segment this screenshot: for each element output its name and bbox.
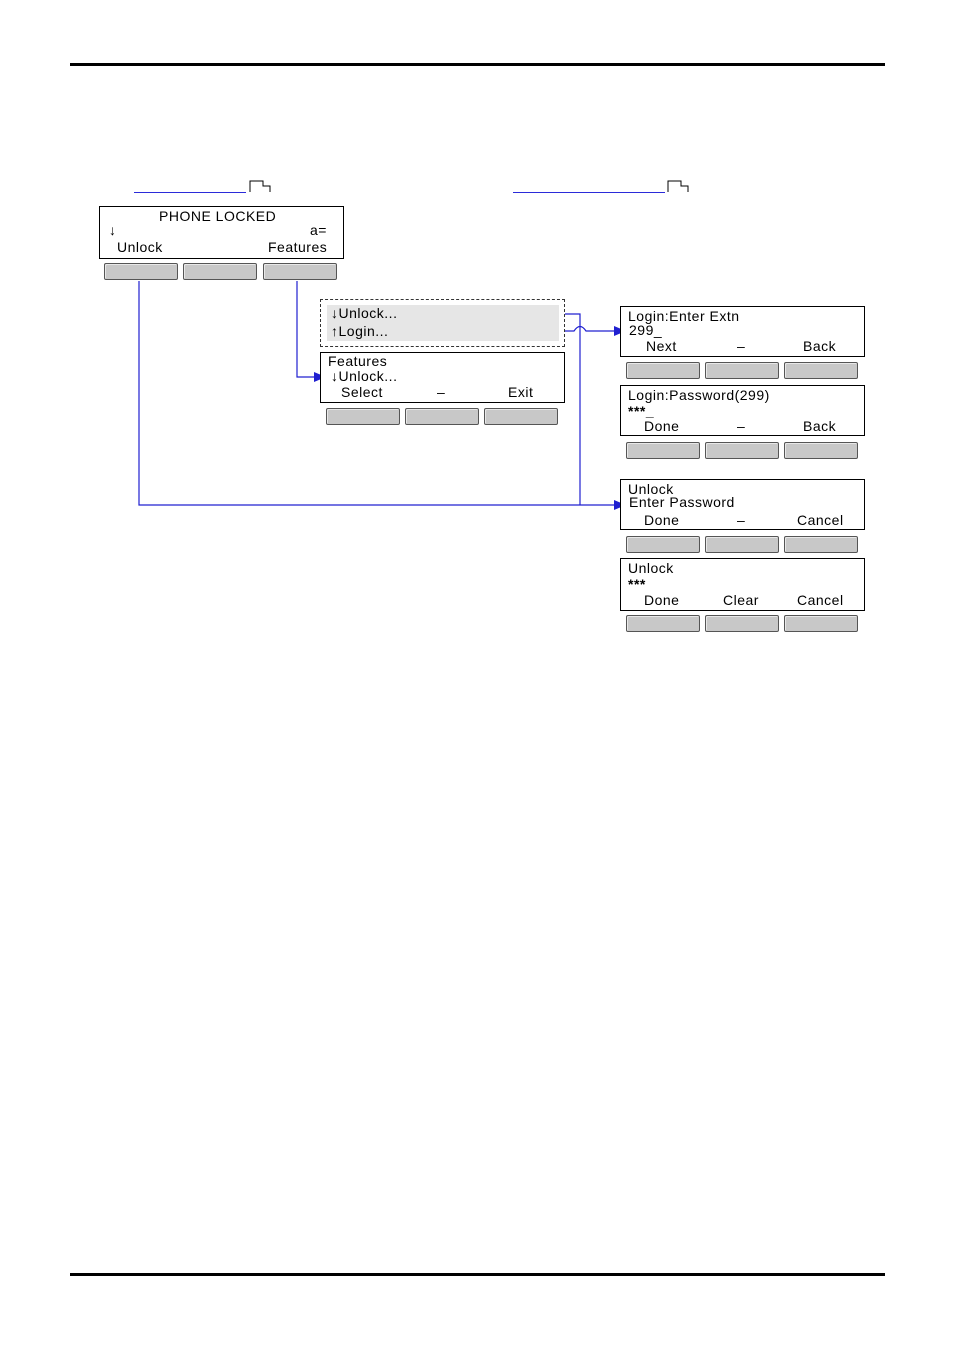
softkey-label-dash: –: [437, 385, 445, 400]
softkey-label-next: Next: [646, 339, 677, 354]
softkey-label-back: Back: [803, 339, 836, 354]
display-line2: ↓Unlock...: [331, 369, 397, 384]
softkey-cancel-button[interactable]: [784, 615, 858, 632]
unlock-enter-password-display: Unlock Enter Password Done – Cancel: [620, 479, 865, 530]
display-title: Features: [328, 354, 387, 369]
features-menu-list: ↓Unlock... ↑Login...: [320, 299, 565, 347]
softkey-label-done: Done: [644, 513, 679, 528]
softkey-blank-button[interactable]: [705, 442, 779, 459]
softkey-label-select: Select: [341, 385, 383, 400]
softkey-clear-button[interactable]: [705, 615, 779, 632]
softkey-label-done: Done: [644, 593, 679, 608]
unlock-stars-display: Unlock *** Done Clear Cancel: [620, 558, 865, 611]
status-indicator: a=: [310, 223, 327, 238]
softkey-done-button[interactable]: [626, 615, 700, 632]
softkey-label-done: Done: [644, 419, 679, 434]
softkey-label-cancel: Cancel: [797, 513, 844, 528]
softkey-done-button[interactable]: [626, 442, 700, 459]
softkey-features-button[interactable]: [263, 263, 337, 280]
softkey-label-clear: Clear: [723, 593, 759, 608]
display-line2: Enter Password: [629, 495, 735, 510]
softkey-unlock-button[interactable]: [104, 263, 178, 280]
softkey-blank-button[interactable]: [183, 263, 257, 280]
softkey-blank-button[interactable]: [405, 408, 479, 425]
softkey-label-cancel: Cancel: [797, 593, 844, 608]
softkey-blank-button[interactable]: [705, 536, 779, 553]
features-display: Features ↓Unlock... Select – Exit: [320, 352, 565, 403]
display-title: Login:Password(299): [628, 388, 770, 403]
softkey-label-exit: Exit: [508, 385, 533, 400]
softkey-next-button[interactable]: [626, 362, 700, 379]
display-value: ***: [628, 577, 646, 592]
display-title: Unlock: [628, 561, 674, 576]
softkey-cancel-button[interactable]: [784, 536, 858, 553]
softkey-label-dash: –: [737, 513, 745, 528]
softkey-blank-button[interactable]: [705, 362, 779, 379]
softkey-exit-button[interactable]: [484, 408, 558, 425]
menu-item-login[interactable]: ↑Login...: [331, 324, 388, 339]
phone-locked-display: PHONE LOCKED ↓ a= Unlock Features: [99, 206, 344, 259]
display-value: 299_: [629, 323, 662, 338]
softkey-label-features: Features: [268, 240, 327, 255]
login-extn-display: Login:Enter Extn 299_ Next – Back: [620, 306, 865, 357]
menu-item-unlock[interactable]: ↓Unlock...: [331, 306, 397, 321]
softkey-label-dash: –: [737, 339, 745, 354]
login-password-display: Login:Password(299) ***_ Done – Back: [620, 385, 865, 436]
display-value: ***_: [628, 404, 654, 419]
softkey-done-button[interactable]: [626, 536, 700, 553]
softkey-back-button[interactable]: [784, 362, 858, 379]
softkey-select-button[interactable]: [326, 408, 400, 425]
softkey-label-unlock: Unlock: [117, 240, 163, 255]
softkey-label-back: Back: [803, 419, 836, 434]
display-title: PHONE LOCKED: [159, 209, 276, 224]
softkey-back-button[interactable]: [784, 442, 858, 459]
footer-rule: [70, 1273, 885, 1276]
down-arrow-icon: ↓: [109, 223, 117, 238]
softkey-label-dash: –: [737, 419, 745, 434]
